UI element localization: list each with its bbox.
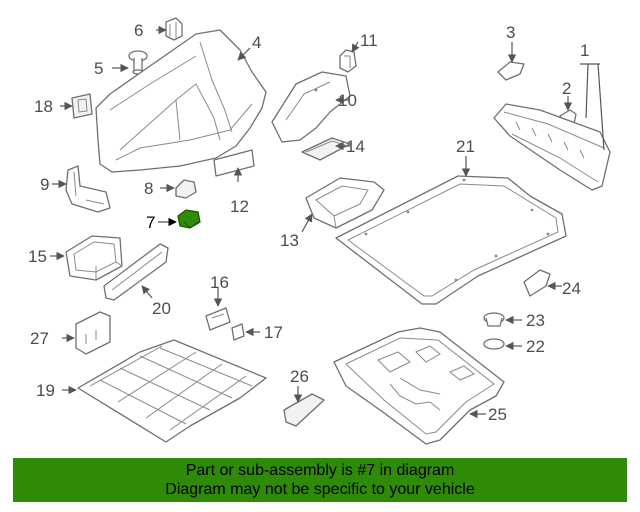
part-21-floor-mat[interactable] xyxy=(335,175,567,305)
callout-4[interactable]: 4 xyxy=(252,33,261,52)
leader-1 xyxy=(580,63,605,151)
notice-banner: Part or sub-assembly is #7 in diagram Di… xyxy=(13,458,627,502)
part-1-sill-trim[interactable] xyxy=(493,103,611,191)
part-11-clip[interactable] xyxy=(339,49,357,73)
part-5-push-pin[interactable] xyxy=(128,50,148,75)
callout-18[interactable]: 18 xyxy=(34,97,53,116)
callout-22[interactable]: 22 xyxy=(526,337,545,356)
callout-12[interactable]: 12 xyxy=(230,197,249,216)
leader-11 xyxy=(351,41,360,53)
callout-20[interactable]: 20 xyxy=(152,299,171,318)
callout-10[interactable]: 10 xyxy=(338,91,357,110)
part-12-small-panel[interactable] xyxy=(213,149,255,177)
callout-23[interactable]: 23 xyxy=(526,311,545,330)
callout-7[interactable]: 7 xyxy=(146,213,155,232)
leader-20 xyxy=(141,285,153,299)
callout-26[interactable]: 26 xyxy=(290,367,309,386)
part-18-bracket[interactable] xyxy=(71,93,93,119)
callout-9[interactable]: 9 xyxy=(40,175,49,194)
part-25-storage-tub[interactable] xyxy=(333,327,505,445)
part-6-clip[interactable] xyxy=(165,17,183,41)
part-14-pad[interactable] xyxy=(301,137,351,161)
callout-11[interactable]: 11 xyxy=(360,31,378,50)
callout-14[interactable]: 14 xyxy=(346,137,365,156)
notice-line-1: Part or sub-assembly is #7 in diagram xyxy=(185,462,455,479)
part-20-divider[interactable] xyxy=(103,243,169,301)
callout-3[interactable]: 3 xyxy=(506,23,515,42)
callout-17[interactable]: 17 xyxy=(264,323,283,342)
part-27-panel[interactable] xyxy=(75,311,111,355)
part-26-pad[interactable] xyxy=(283,393,325,427)
callout-21[interactable]: 21 xyxy=(456,137,475,156)
part-22-cap[interactable] xyxy=(483,338,505,350)
part-15-storage-box[interactable] xyxy=(65,235,123,281)
part-3-clip[interactable] xyxy=(497,61,525,81)
part-13-tray[interactable] xyxy=(305,177,385,229)
notice-line-2: Diagram may not be specific to your vehi… xyxy=(165,481,475,498)
callout-6[interactable]: 6 xyxy=(134,21,143,40)
callout-27[interactable]: 27 xyxy=(30,329,49,348)
callout-1[interactable]: 1 xyxy=(580,41,589,60)
callout-16[interactable]: 16 xyxy=(210,273,229,292)
part-17-clip[interactable] xyxy=(231,323,245,341)
callout-19[interactable]: 19 xyxy=(36,381,55,400)
callout-2[interactable]: 2 xyxy=(562,79,571,98)
leader-13 xyxy=(301,213,313,233)
callout-13[interactable]: 13 xyxy=(280,231,299,250)
part-24-clip[interactable] xyxy=(523,269,551,297)
callout-25[interactable]: 25 xyxy=(488,405,507,424)
part-7-highlighted-clip[interactable] xyxy=(177,209,201,229)
part-16-bracket[interactable] xyxy=(205,307,231,331)
part-23-nut[interactable] xyxy=(483,312,505,327)
part-19-cargo-net[interactable] xyxy=(77,339,267,443)
part-8-cap[interactable] xyxy=(175,179,197,199)
part-9-bracket[interactable] xyxy=(65,165,111,213)
part-4-side-trim-panel[interactable] xyxy=(95,29,267,173)
callout-5[interactable]: 5 xyxy=(94,59,103,78)
callout-24[interactable]: 24 xyxy=(562,279,581,298)
callout-15[interactable]: 15 xyxy=(28,247,47,266)
leader-4 xyxy=(237,47,251,61)
callout-8[interactable]: 8 xyxy=(144,179,153,198)
